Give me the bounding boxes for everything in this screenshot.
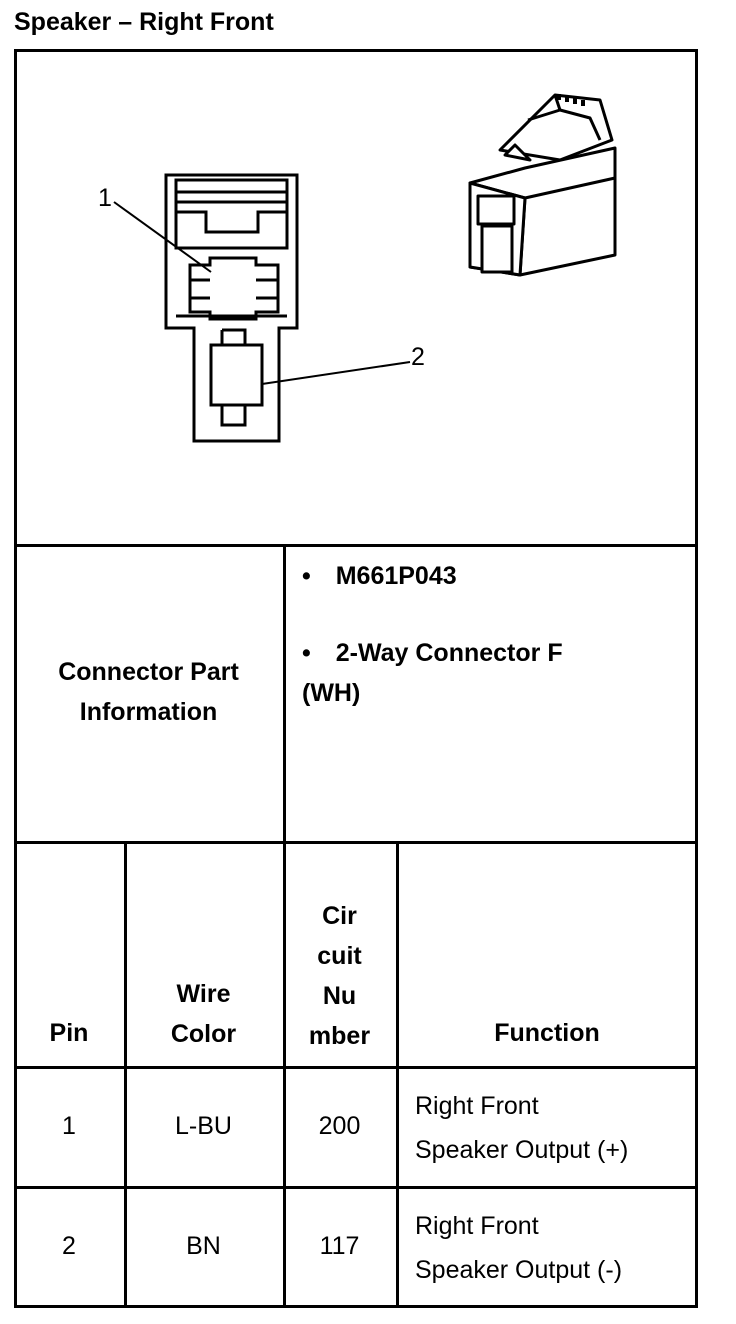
row-divider [14,841,698,844]
row1-circuit: 200 [318,1112,361,1140]
part-number: M661P043 [335,562,457,590]
row-divider [14,1186,698,1189]
row-divider [14,1066,698,1069]
header-circuit-line2: cuit [317,942,362,970]
column-divider [283,544,286,1308]
header-wire-color: Wire Color [124,974,283,1054]
callout-1: 1 [98,184,112,212]
row2-function: Right Front Speaker Output (-) [415,1204,622,1292]
connector-color: (WH) [302,679,361,707]
header-wire-color-line1: Wire [176,980,231,1008]
column-divider [396,841,399,1308]
row1-function: Right Front Speaker Output (+) [415,1084,628,1172]
connector-info-label: Connector Part Information [14,652,283,732]
header-pin: Pin [49,1019,89,1047]
bullet-part-number: • M661P043 [302,557,457,595]
column-divider [124,841,127,1308]
row2-function-line1: Right Front [415,1212,539,1240]
header-circuit-number: Cir cuit Nu mber [283,896,396,1056]
connector-type: 2-Way Connector F [335,639,563,667]
callout-2: 2 [411,343,425,371]
header-circuit-line3: Nu [322,982,357,1010]
row1-wire-color: L-BU [175,1112,232,1140]
header-circuit-line4: mber [308,1022,371,1050]
row-divider [14,544,698,547]
connector-3d-view [468,93,617,277]
row2-function-line2: Speaker Output (-) [415,1256,623,1284]
connector-table [14,49,698,1308]
connector-face-diagram [113,173,411,443]
header-wire-color-line2: Color [170,1020,237,1048]
page-title: Speaker – Right Front [14,8,274,36]
row2-circuit: 117 [319,1232,360,1260]
bullet-icon: • [302,562,311,590]
bullet-connector-type: • 2-Way Connector F [302,634,563,672]
connector-info-label-line2: Information [79,698,218,726]
row2-wire-color: BN [186,1232,221,1260]
connector-info-label-line1: Connector Part [58,658,239,686]
header-circuit-line1: Cir [322,902,357,930]
row1-pin: 1 [62,1112,76,1140]
bullet-icon: • [302,639,311,667]
row1-function-line2: Speaker Output (+) [415,1136,629,1164]
header-function: Function [494,1019,600,1047]
row2-pin: 2 [62,1232,76,1260]
row1-function-line1: Right Front [415,1092,539,1120]
